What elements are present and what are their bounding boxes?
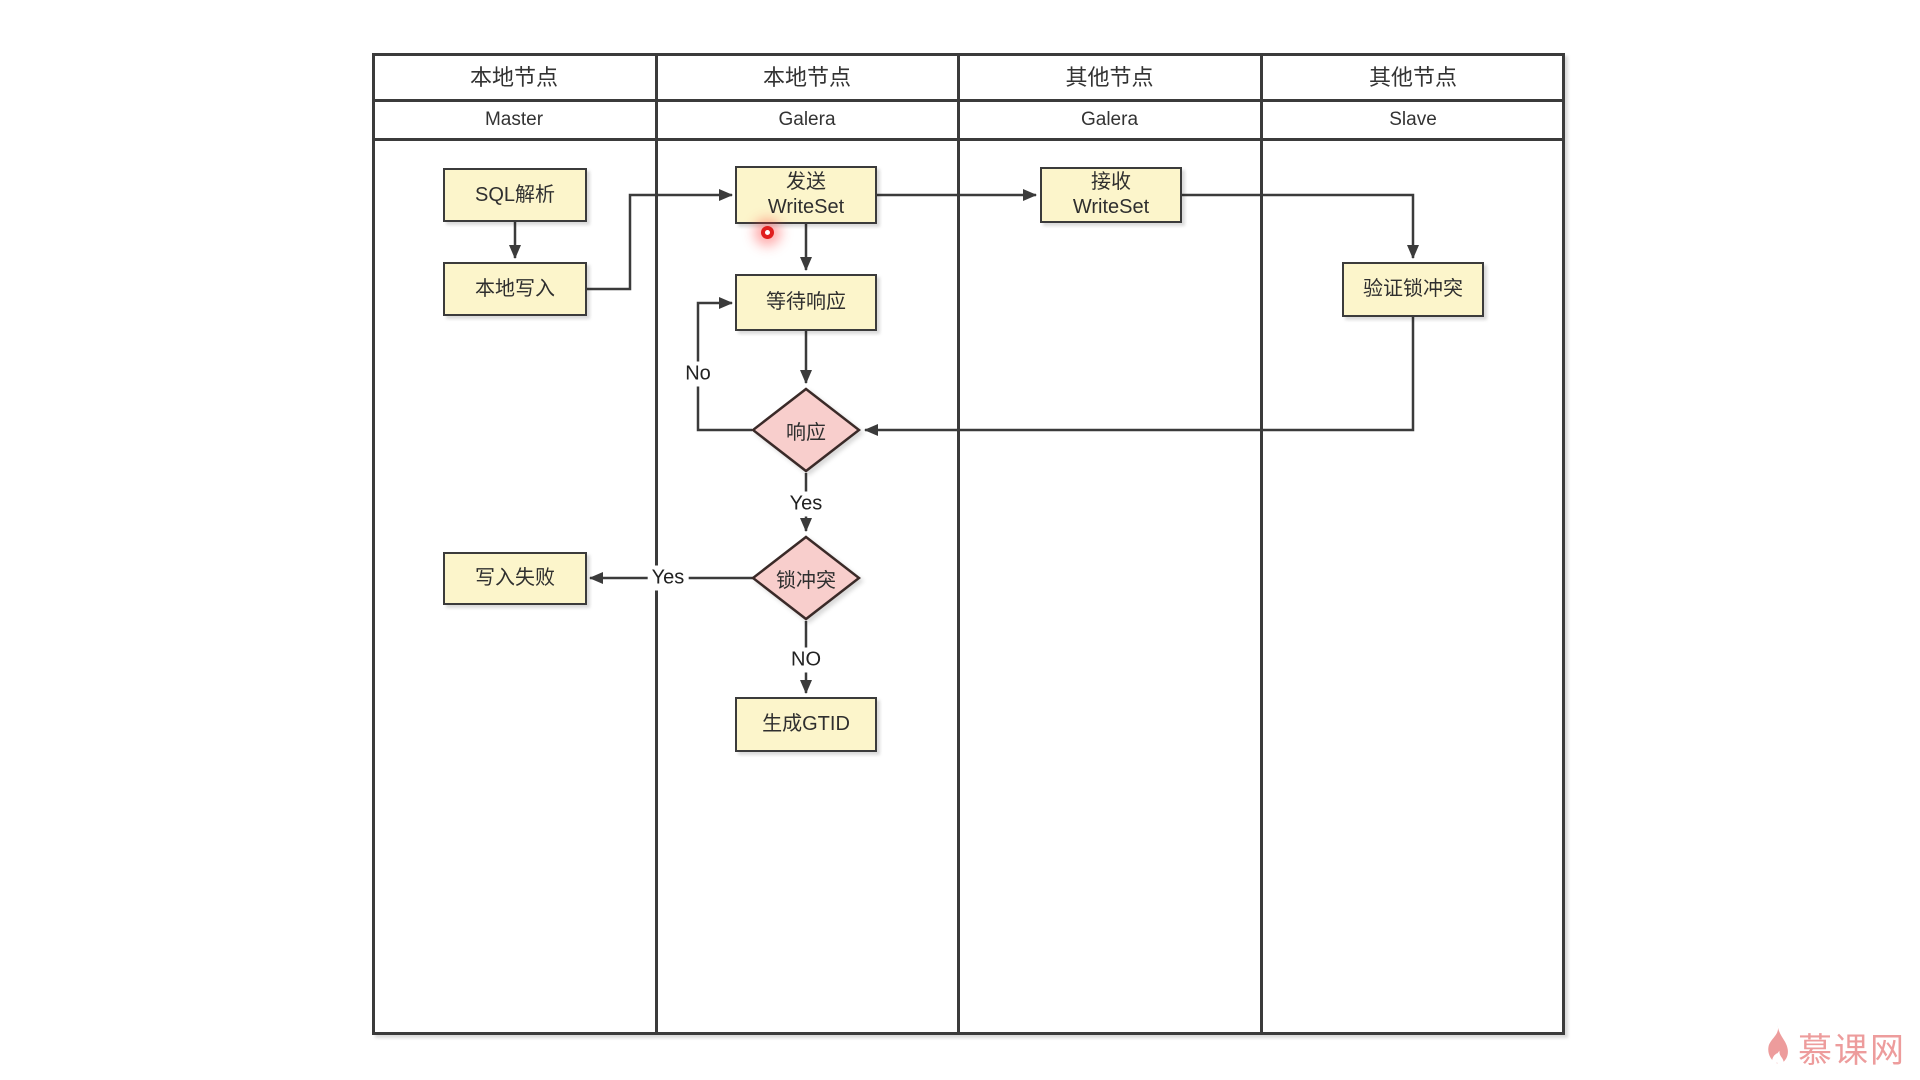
- node-verify-lock-label: 验证锁冲突: [1363, 278, 1463, 300]
- lane1-group-title: 本地节点: [469, 65, 558, 90]
- node-wait-response: 等待响应: [735, 274, 877, 331]
- node-wait-response-label: 等待响应: [766, 291, 846, 313]
- node-sql-parse: SQL解析: [443, 168, 587, 222]
- node-lock-conflict-decision: 锁冲突: [751, 535, 861, 621]
- laser-pointer-dot: [761, 226, 774, 239]
- node-response-label: 响应: [786, 421, 826, 444]
- node-recv-writeset: 接收 WriteSet: [1040, 167, 1182, 223]
- lane4-name: Slave: [1389, 108, 1437, 130]
- diamond-shape: [751, 535, 861, 621]
- node-write-fail-label: 写入失败: [475, 567, 555, 589]
- lane-header-separator-2: [372, 138, 1565, 141]
- lane2-group-title: 本地节点: [762, 65, 851, 90]
- lane-divider-2: [957, 53, 960, 1035]
- node-send-writeset: 发送 WriteSet: [735, 166, 877, 224]
- node-lock-conflict-label: 锁冲突: [776, 569, 836, 592]
- node-write-fail: 写入失败: [443, 552, 587, 605]
- node-recv-writeset-line2: WriteSet: [1072, 196, 1150, 218]
- edge-label-no2: NO: [787, 647, 825, 673]
- node-response-decision: 响应: [751, 387, 861, 473]
- node-gen-gtid: 生成GTID: [735, 697, 877, 752]
- lane2-name: Galera: [778, 108, 836, 130]
- node-send-writeset-line2: WriteSet: [767, 196, 845, 218]
- node-verify-lock: 验证锁冲突: [1342, 262, 1484, 317]
- edge-label-yes2: Yes: [647, 565, 689, 591]
- lane3-group-title: 其他节点: [1065, 65, 1154, 90]
- node-local-write-label: 本地写入: [475, 277, 555, 300]
- watermark-text: 慕课网: [1798, 1032, 1906, 1070]
- lane-divider-1: [655, 53, 658, 1035]
- node-recv-writeset-line1: 接收: [1091, 171, 1131, 193]
- edge-label-no: No: [681, 361, 715, 387]
- imooc-watermark: 慕课网: [1762, 1023, 1906, 1072]
- diamond-shape: [751, 387, 861, 473]
- flame-icon: [1768, 1025, 1788, 1064]
- lane3-name: Galera: [1080, 108, 1139, 130]
- lane-header-separator-1: [372, 99, 1565, 102]
- node-send-writeset-line1: 发送: [786, 171, 826, 193]
- lane1-name: Master: [484, 108, 544, 130]
- node-sql-parse-label: SQL解析: [474, 183, 556, 206]
- node-local-write: 本地写入: [443, 262, 587, 316]
- node-gen-gtid-label: 生成GTID: [762, 713, 850, 735]
- lane4-group-title: 其他节点: [1368, 65, 1457, 90]
- lane-divider-3: [1260, 53, 1263, 1035]
- edge-label-yes: Yes: [785, 491, 827, 517]
